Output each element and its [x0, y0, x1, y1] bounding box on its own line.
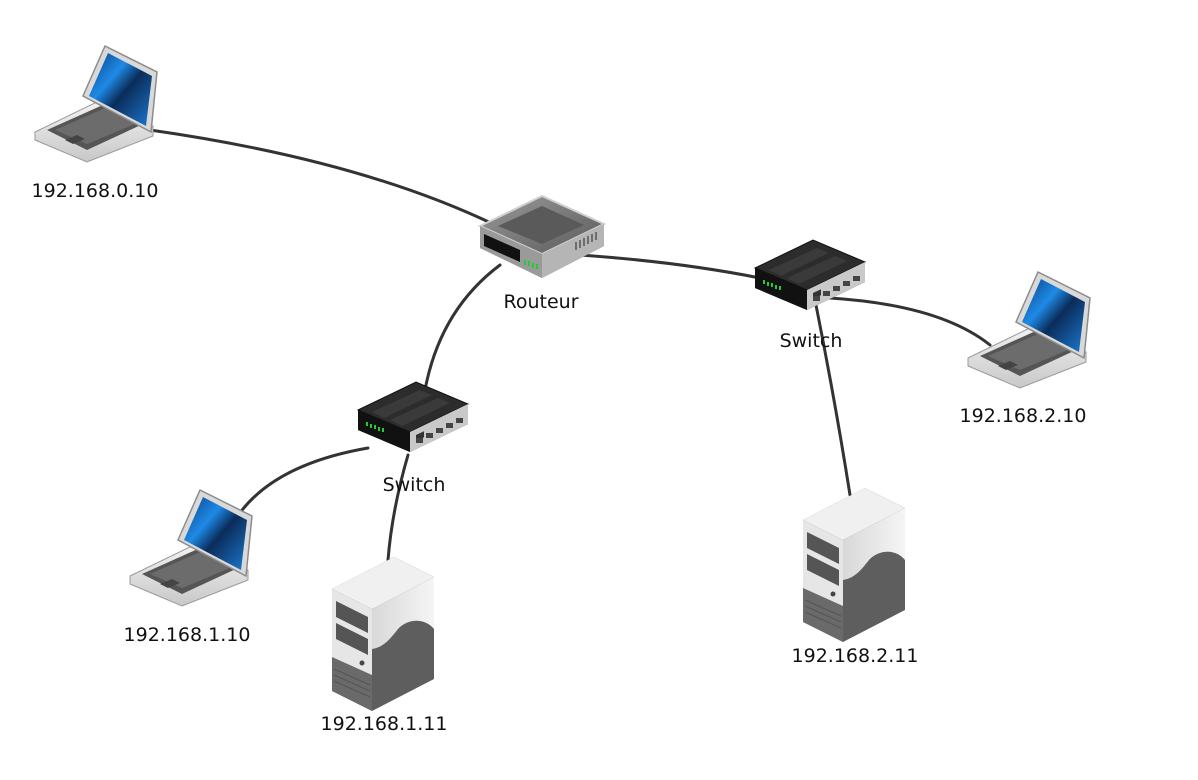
server-icon[interactable]: [802, 487, 906, 643]
node-label-laptop-1: 192.168.1.10: [123, 624, 251, 646]
node-label-server-2: 192.168.2.11: [791, 645, 919, 667]
link-switch2-server2: [813, 298, 852, 497]
laptop-icon[interactable]: [129, 489, 253, 607]
node-label-switch-2: Switch: [779, 330, 843, 352]
node-label-laptop-2: 192.168.2.10: [959, 405, 1087, 427]
node-label-server-1: 192.168.1.11: [320, 713, 448, 735]
node-label-switch-1: Switch: [382, 474, 446, 496]
node-label-laptop-0: 192.168.0.10: [31, 180, 159, 202]
node-label-router: Routeur: [503, 291, 579, 313]
switch-icon[interactable]: [357, 381, 469, 453]
link-switch1-laptop1: [233, 446, 370, 522]
link-switch2-laptop2: [828, 296, 992, 347]
link-switch1-server1: [386, 453, 410, 562]
link-router-switch2: [578, 253, 762, 280]
link-laptop0-router: [148, 128, 497, 227]
laptop-icon[interactable]: [967, 271, 1091, 389]
server-icon[interactable]: [331, 556, 435, 712]
link-router-switch1: [423, 263, 502, 392]
laptop-icon[interactable]: [34, 45, 158, 163]
